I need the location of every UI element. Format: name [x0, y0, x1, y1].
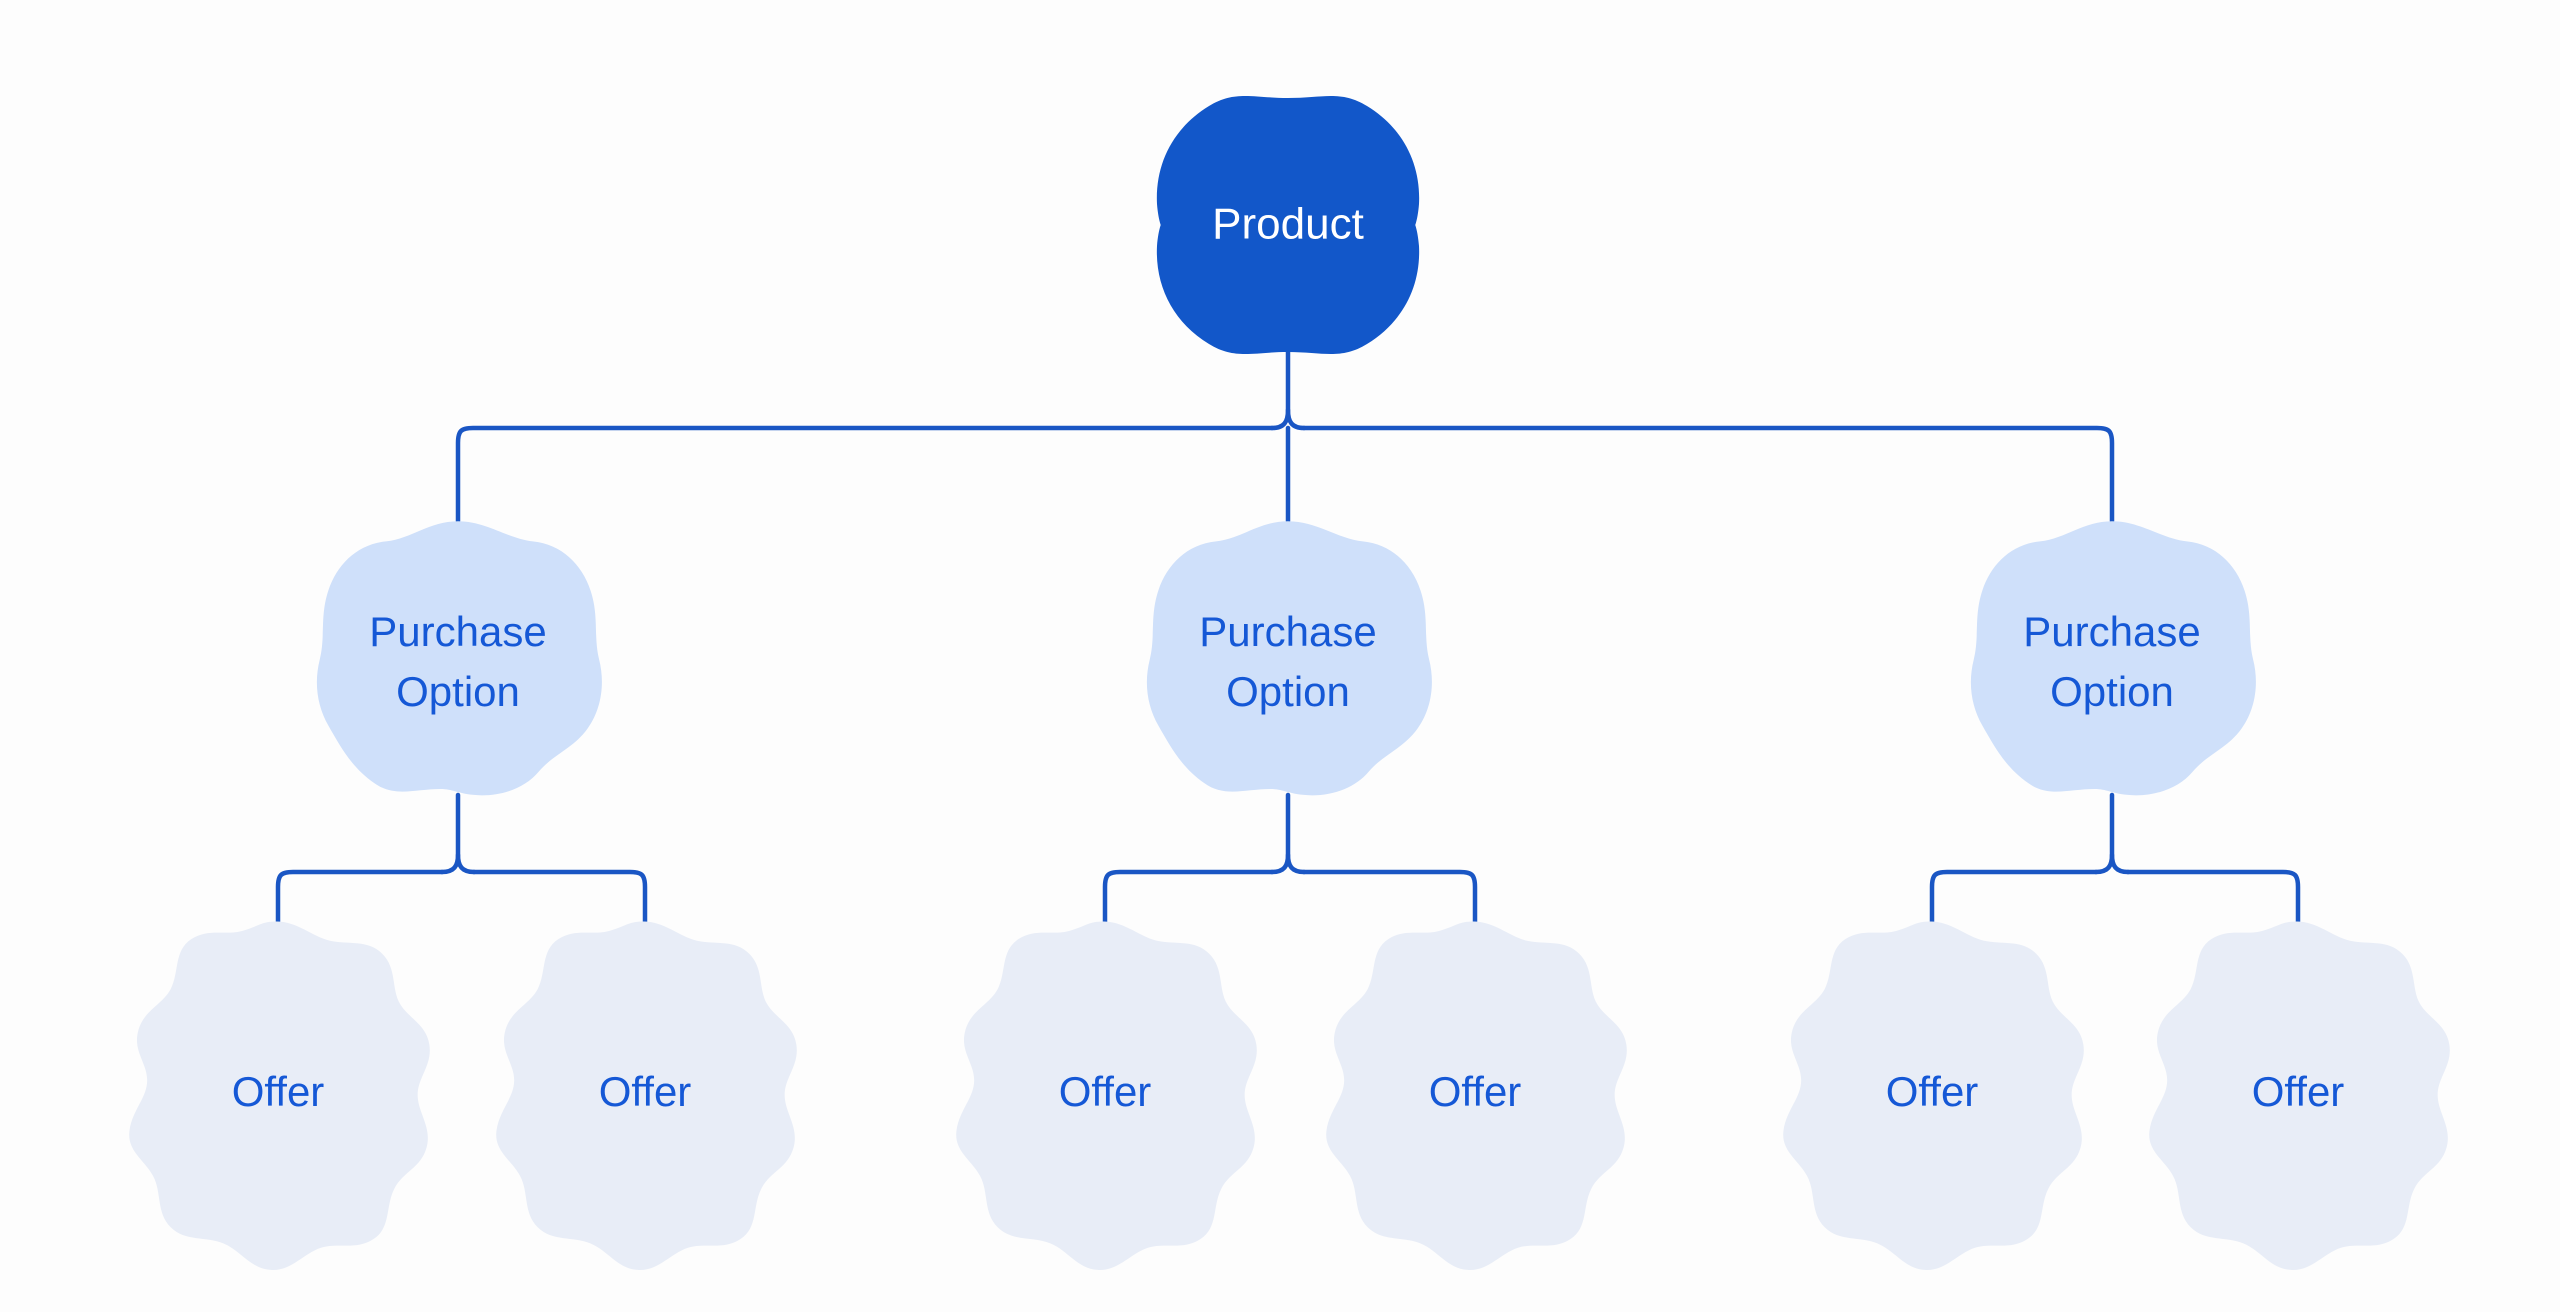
offer-nodes-group: Offer Offer Offer Offer Offer Offer	[129, 921, 2450, 1271]
node-purchase-option-1[interactable]: Purchase Option	[316, 521, 602, 796]
edge-option1-stem	[455, 792, 477, 875]
connector-group-level1	[455, 345, 2115, 524]
purchase-option-label-line1: Purchase	[1199, 608, 1376, 655]
purchase-option-blob-shape	[1970, 521, 2256, 796]
connector-group-level2-left	[275, 792, 648, 963]
node-offer-3[interactable]: Offer	[956, 921, 1257, 1271]
node-product-1[interactable]: Product	[1156, 96, 1420, 354]
purchase-option-label-line1: Purchase	[2023, 608, 2200, 655]
offer-label: Offer	[599, 1068, 692, 1115]
edge-option2-to-offer3	[1102, 869, 1275, 963]
offer-label: Offer	[232, 1068, 325, 1115]
purchase-option-label-line2: Option	[1226, 668, 1350, 715]
node-offer-1[interactable]: Offer	[129, 921, 430, 1271]
edge-option1-stem-left-fillet	[439, 852, 461, 875]
connector-group-level2-center	[1102, 792, 1478, 963]
node-offer-5[interactable]: Offer	[1783, 921, 2084, 1271]
edge-product-to-bus-left-fillet	[1269, 407, 1291, 431]
connector-group-level2-right	[1929, 792, 2301, 963]
edge-option2-to-offer4	[1301, 869, 1478, 963]
purchase-option-nodes-group: Purchase Option Purchase Option Purchase…	[316, 521, 2256, 796]
purchase-option-label-line2: Option	[396, 668, 520, 715]
edge-option3-stem	[2109, 792, 2131, 875]
edge-option1-to-offer2	[471, 869, 648, 963]
edge-option3-stem-left-fillet	[2093, 852, 2115, 875]
offer-label: Offer	[1886, 1068, 1979, 1115]
edge-option3-to-offer6	[2125, 869, 2301, 963]
node-offer-6[interactable]: Offer	[2149, 921, 2450, 1271]
purchase-option-label-line2: Option	[2050, 668, 2174, 715]
offer-label: Offer	[1059, 1068, 1152, 1115]
purchase-option-blob-shape	[1146, 521, 1432, 796]
offer-label: Offer	[1429, 1068, 1522, 1115]
edge-option1-to-offer1	[275, 869, 445, 963]
edge-option2-stem-left-fillet	[1269, 852, 1291, 875]
purchase-option-label-line1: Purchase	[369, 608, 546, 655]
node-purchase-option-2[interactable]: Purchase Option	[1146, 521, 1432, 796]
product-label: Product	[1212, 200, 1364, 249]
product-nodes-group: Product	[1156, 96, 1420, 354]
edge-bus-horizontal-left	[455, 425, 1275, 524]
node-purchase-option-3[interactable]: Purchase Option	[1970, 521, 2256, 796]
node-offer-4[interactable]: Offer	[1326, 921, 1627, 1271]
edge-option3-to-offer5	[1929, 869, 2099, 963]
edge-option2-stem	[1285, 792, 1307, 875]
offer-label: Offer	[2252, 1068, 2345, 1115]
purchase-option-blob-shape	[316, 521, 602, 796]
edge-product-to-bus	[1285, 345, 1307, 431]
edge-bus-horizontal-right	[1301, 425, 2115, 524]
node-offer-2[interactable]: Offer	[496, 921, 797, 1271]
